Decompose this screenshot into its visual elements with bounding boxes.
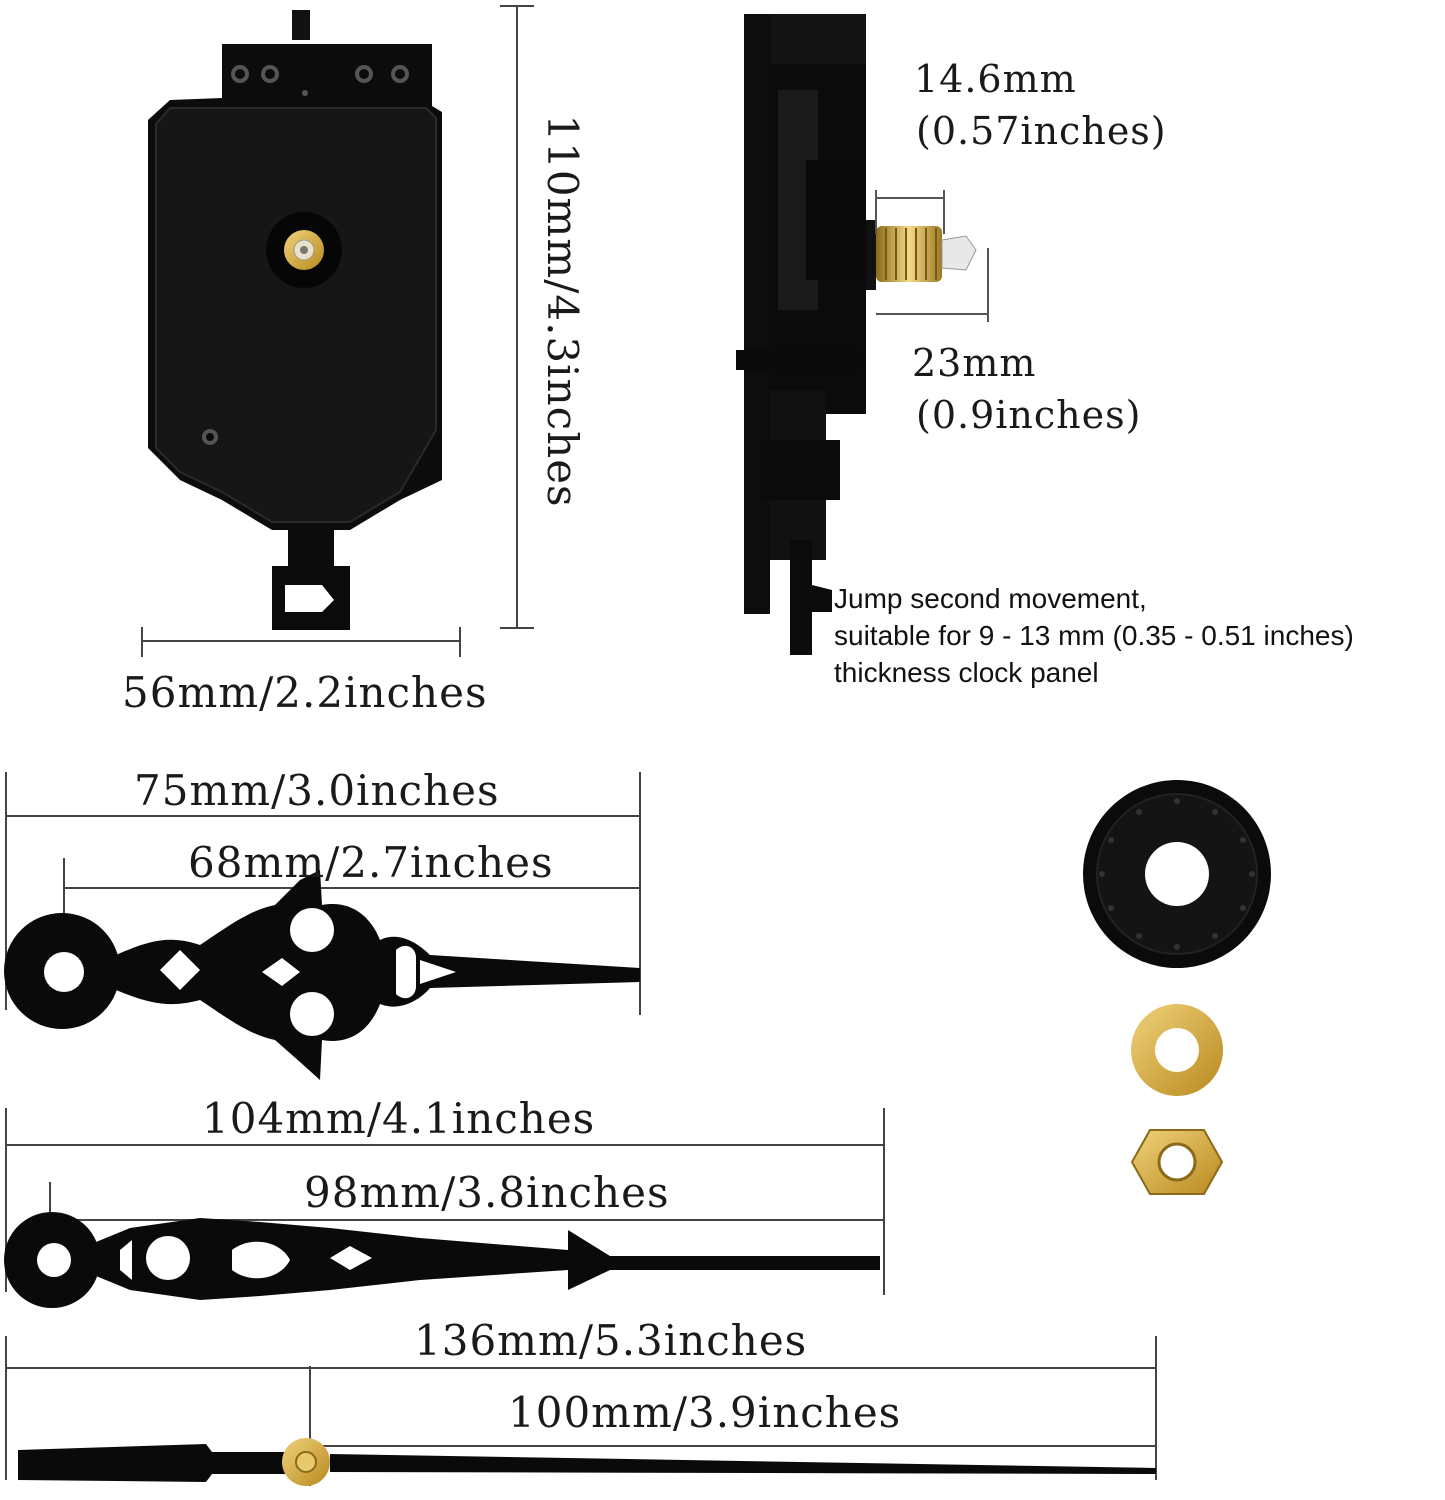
shaft-length-inch-label: (0.57inches) <box>916 109 1167 153</box>
width-dimension-line <box>141 627 461 657</box>
hex-nut <box>1130 1129 1224 1195</box>
second-hand-center-label: 100mm/3.9inches <box>508 1388 902 1437</box>
movement-side-view <box>736 14 977 655</box>
thread-length-mm-label: 23mm <box>912 341 1037 385</box>
description-line: thickness clock panel <box>834 657 1099 688</box>
shaft-dimension-lines <box>875 190 989 322</box>
brass-washer <box>1131 1004 1223 1096</box>
thread-length-inch-label: (0.9inches) <box>916 393 1142 437</box>
hour-hand-center-label: 68mm/2.7inches <box>188 838 554 887</box>
rubber-washer <box>1083 780 1271 968</box>
movement-height-label: 110mm/4.3inches <box>538 114 587 508</box>
hour-hand-total-label: 75mm/3.0inches <box>134 766 500 815</box>
description-line: suitable for 9 - 13 mm (0.35 - 0.51 inch… <box>834 620 1354 651</box>
movement-description: Jump second movement, suitable for 9 - 1… <box>834 580 1354 691</box>
second-hand-total-label: 136mm/5.3inches <box>414 1316 808 1365</box>
movement-front-view <box>148 10 442 630</box>
second-hand <box>5 1336 1157 1486</box>
movement-width-label: 56mm/2.2inches <box>122 668 488 717</box>
minute-hand-center-label: 98mm/3.8inches <box>304 1168 670 1217</box>
hour-hand <box>4 772 641 1080</box>
description-line: Jump second movement, <box>834 583 1147 614</box>
minute-hand <box>4 1108 885 1308</box>
height-dimension-line <box>500 5 534 629</box>
minute-hand-total-label: 104mm/4.1inches <box>202 1094 596 1143</box>
shaft-length-mm-label: 14.6mm <box>914 57 1077 101</box>
